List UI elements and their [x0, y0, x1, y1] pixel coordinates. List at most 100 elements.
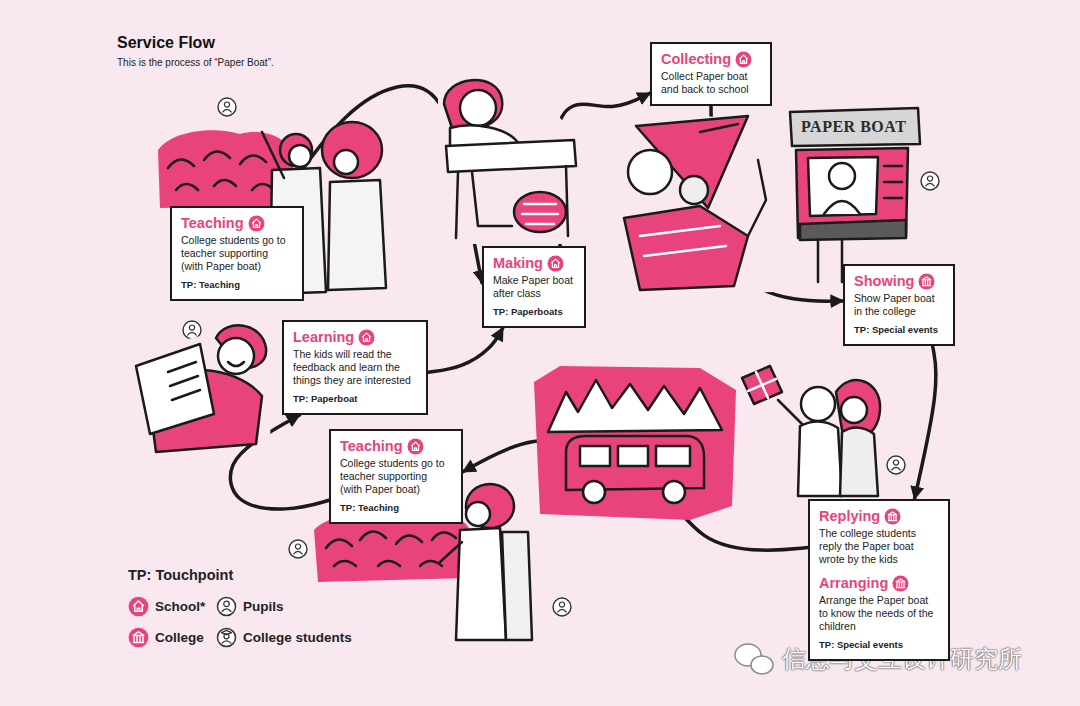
icon-glyph [222, 601, 232, 612]
icon-disc [407, 438, 423, 454]
touchpoint-text: TP: Teaching [181, 279, 293, 291]
touchpoint-text: TP: Special events [819, 639, 939, 651]
step-heading: Teaching [340, 437, 403, 455]
icon-glyph [922, 276, 931, 285]
icon-glyph [133, 632, 144, 643]
step-box: TeachingCollege students go to teacher s… [170, 206, 304, 301]
step-description: College students go to teacher supportin… [340, 457, 452, 496]
icon-disc [359, 329, 375, 345]
boat-illustration [612, 116, 776, 294]
icon-disc [736, 51, 752, 67]
icon-glyph [896, 578, 905, 587]
bus-illustration [534, 366, 736, 520]
role-icon [289, 540, 307, 558]
school-icon [547, 255, 564, 272]
college-icon [128, 627, 149, 648]
step-description: College students go to teacher supportin… [181, 234, 293, 273]
step-box: CollectingCollect Paper boat and back to… [650, 42, 772, 106]
step-box: ShowingShow Paper boat in the collegeTP:… [843, 264, 955, 346]
reading-illustration [134, 324, 274, 456]
step-box: TeachingCollege students go to teacher s… [329, 429, 463, 524]
icon-glyph [739, 55, 748, 63]
legend-text: School* [155, 598, 205, 616]
gift-illustration [742, 366, 880, 496]
pupil-icon [216, 596, 237, 617]
school-icon [407, 438, 424, 455]
school-icon [248, 215, 265, 232]
role-icon [183, 321, 201, 339]
step-description: Make Paper boat after class [493, 274, 575, 300]
step-box: ReplyingThe college students reply the P… [808, 499, 950, 661]
booth-illustration [790, 108, 920, 282]
heading-row: Teaching [181, 214, 293, 232]
step-heading: Arranging [819, 574, 888, 592]
student-icon [216, 627, 237, 648]
step-heading: Collecting [661, 50, 731, 68]
diagram-caption: This is the process of “Paper Boat”. [117, 56, 274, 69]
legend-text: College students [243, 629, 352, 647]
school-icon [128, 596, 149, 617]
college-icon [918, 273, 935, 290]
icon-disc [129, 628, 149, 648]
icon-disc [885, 508, 901, 524]
icon-disc [248, 215, 264, 231]
step-description: The college students reply the Paper boa… [819, 527, 939, 566]
step-heading: Learning [293, 328, 354, 346]
legend-item: School* [128, 596, 205, 617]
heading-row: Collecting [661, 50, 761, 68]
college-icon [892, 575, 909, 592]
school-icon [358, 329, 375, 346]
touchpoint-text: TP: Teaching [340, 502, 452, 514]
student-illustration [438, 76, 580, 244]
legend-heading: TP: Touchpoint [128, 566, 233, 584]
icon-glyph [252, 219, 261, 227]
role-icon [921, 172, 939, 190]
role-icon [218, 98, 236, 116]
heading-row: Learning [293, 328, 417, 346]
touchpoint-text: TP: Paperboat [293, 393, 417, 405]
icon-disc [129, 597, 149, 617]
touchpoint-text: TP: Special events [854, 324, 944, 336]
legend-item: College students [216, 627, 352, 648]
heading-row: Teaching [340, 437, 452, 455]
icon-ring [217, 597, 235, 615]
role-icon [887, 456, 905, 474]
step-heading: Showing [854, 272, 914, 290]
step-heading: Teaching [181, 214, 244, 232]
step-description: The kids will read the feedback and lear… [293, 348, 417, 387]
step-heading: Replying [819, 507, 880, 525]
icon-disc [547, 255, 563, 271]
legend-text: Pupils [243, 598, 284, 616]
step-box: LearningThe kids will read the feedback … [282, 320, 428, 415]
icon-glyph [411, 442, 420, 450]
step-description: Show Paper boat in the college [854, 292, 944, 318]
legend-item: Pupils [216, 596, 284, 617]
icon-ring [217, 628, 235, 646]
flow-arrow [428, 328, 503, 372]
school-icon [735, 51, 752, 68]
wechat-icon [735, 644, 773, 674]
legend-text: College [155, 629, 204, 647]
step-description: Collect Paper boat and back to school [661, 70, 761, 96]
icon-glyph [888, 511, 897, 520]
icon-disc [893, 575, 909, 591]
icon-glyph [221, 630, 231, 643]
step-heading: Making [493, 254, 543, 272]
icon-glyph [362, 333, 371, 341]
college-icon [884, 508, 901, 525]
icon-glyph [551, 259, 560, 267]
flow-arrow [915, 346, 936, 499]
heading-row: Replying [819, 507, 939, 525]
heading-row: Showing [854, 272, 944, 290]
icon-glyph [133, 601, 144, 611]
role-icon [553, 598, 571, 616]
sign-text: PAPER BOAT [801, 116, 906, 138]
icon-disc [919, 273, 935, 289]
step-box: MakingMake Paper boat after classTP: Pap… [482, 246, 586, 328]
touchpoint-text: TP: Paperboats [493, 306, 575, 318]
heading-row: Making [493, 254, 575, 272]
step-description: Arrange the Paper boat to know the needs… [819, 594, 939, 633]
diagram-title: Service Flow [117, 33, 215, 53]
